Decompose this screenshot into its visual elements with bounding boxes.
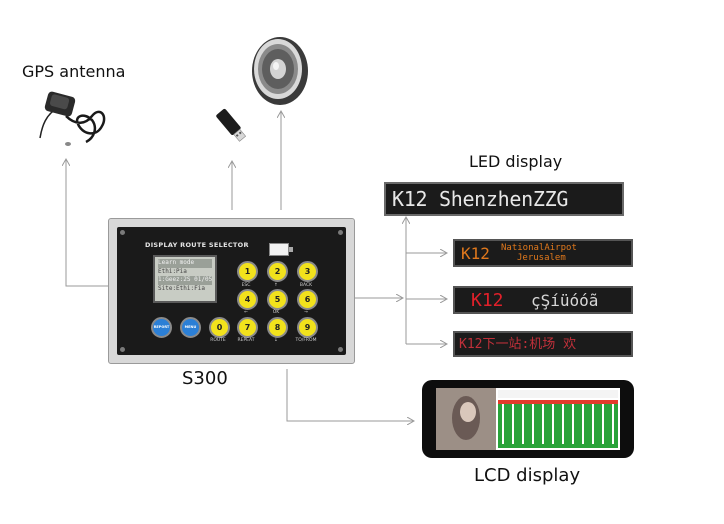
usb-stick-icon	[216, 108, 247, 142]
key-6-label: →	[304, 310, 308, 315]
led-display-2-line2: Jerusalem	[517, 253, 566, 263]
gps-antenna-label: GPS antenna	[22, 62, 126, 81]
lcd-display-device	[422, 380, 634, 458]
lcd-screen-content-icon	[436, 388, 618, 450]
key-9[interactable]: 9	[297, 317, 318, 338]
key-1-label: ESC	[241, 283, 251, 288]
key-2-label: ↑	[274, 283, 278, 288]
route-selector-panel: DISPLAY ROUTE SELECTOR Learn mode Ethi:P…	[108, 218, 355, 364]
key-9-label: TO/FROM	[295, 338, 317, 343]
device-label: S300	[182, 368, 228, 389]
key-6[interactable]: 6	[297, 289, 318, 310]
led-display-2: K12 NationalAirpot Jerusalem	[453, 239, 633, 267]
lcd-line: Learn mode	[158, 259, 212, 268]
led-display-4-text: K12下一站:机场 欢	[459, 337, 577, 352]
key-1[interactable]: 1	[237, 261, 258, 282]
led-display-2-route: K12	[461, 244, 490, 263]
panel-lcd-screen: Learn mode Ethi:Pia 1:Geez:2S 01/05 Site…	[153, 255, 217, 303]
key-7-label: REPEAT	[237, 338, 255, 343]
key-2[interactable]: 2	[267, 261, 288, 282]
gps-antenna-icon	[39, 91, 106, 146]
led-display-3: K12 çŞíüóóã	[453, 286, 633, 314]
key-8[interactable]: 8	[267, 317, 288, 338]
led-display-3-route: K12	[471, 290, 504, 311]
key-0[interactable]: 0	[209, 317, 230, 338]
panel-face: DISPLAY ROUTE SELECTOR Learn mode Ethi:P…	[117, 227, 346, 355]
key-4[interactable]: 4	[237, 289, 258, 310]
lcd-display-label: LCD display	[474, 465, 581, 486]
key-3[interactable]: 3	[297, 261, 318, 282]
led-display-4: K12下一站:机场 欢	[453, 331, 633, 357]
lcd-display-screen	[436, 388, 620, 450]
arrow-to-lcd	[286, 369, 413, 421]
usb-port-icon	[269, 243, 293, 256]
menu-key[interactable]: MENU	[180, 317, 201, 338]
led-display-1-text: K12 ShenzhenZZG	[392, 187, 569, 211]
key-7[interactable]: 7	[237, 317, 258, 338]
speaker-icon	[252, 37, 308, 105]
report-key[interactable]: REPORT	[151, 317, 172, 338]
key-8-label: ↓	[274, 338, 278, 343]
led-display-2-line1: NationalAirpot	[501, 243, 577, 253]
screw-icon	[120, 230, 125, 235]
key-5[interactable]: 5	[267, 289, 288, 310]
key-0-label: ROUTE	[210, 338, 226, 343]
key-4-label: ←	[244, 310, 248, 315]
arrow-to-gps	[66, 160, 108, 287]
led-display-label: LED display	[469, 152, 563, 171]
lcd-line: 1:Geez:2S 01/05	[158, 276, 212, 285]
key-3-label: BACK	[299, 283, 313, 288]
panel-title: DISPLAY ROUTE SELECTOR	[145, 241, 249, 249]
screw-icon	[120, 347, 125, 352]
led-display-1: K12 ShenzhenZZG	[384, 182, 624, 216]
key-5-label: OK	[272, 310, 280, 315]
screw-icon	[338, 347, 343, 352]
screw-icon	[338, 230, 343, 235]
lcd-line: Ethi:Pia	[158, 267, 187, 275]
lcd-line: Site:Ethi:Fia	[158, 284, 205, 292]
led-display-3-text: çŞíüóóã	[531, 291, 599, 310]
